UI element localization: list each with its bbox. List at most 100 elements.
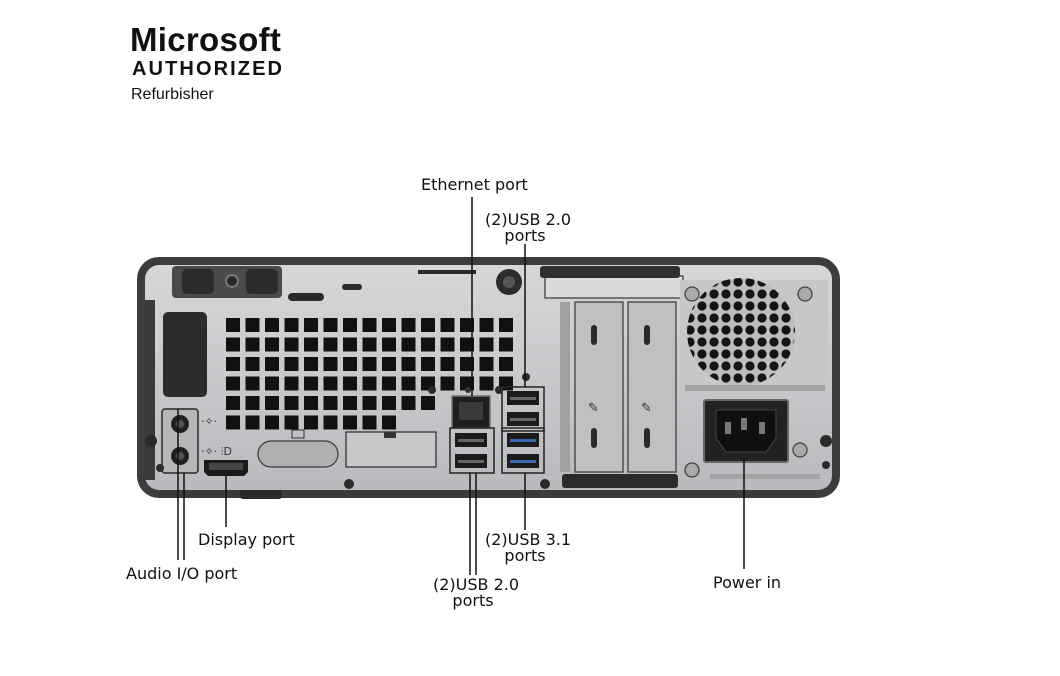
psu-screw — [684, 286, 700, 302]
vent-hole — [499, 318, 513, 332]
vent-hole — [382, 396, 396, 410]
vent-hole — [343, 357, 357, 371]
vent-hole — [382, 415, 396, 430]
expansion-lever — [540, 266, 680, 278]
vent-hole — [323, 376, 338, 391]
vent-hole — [265, 396, 279, 410]
vent-hole — [362, 318, 377, 332]
usb31-label: (2)USB 3.1 ports — [485, 530, 572, 565]
usb20-top-label-line2: ports — [504, 226, 546, 245]
expansion-side-rail — [560, 302, 570, 472]
vent-hole — [323, 337, 338, 352]
logo-authorized: AUTHORIZED — [132, 58, 285, 80]
usb20-bottom-frame — [449, 427, 495, 474]
usb31-label-line1: (2)USB 3.1 — [485, 530, 572, 549]
power-in-label: Power in — [713, 573, 782, 592]
vent-hole — [304, 337, 318, 352]
audio-port-icon: ·✧· — [201, 415, 217, 428]
top-edge-slot — [418, 270, 476, 274]
vent-hole — [479, 357, 494, 371]
vent-hole — [421, 318, 435, 332]
vent-hole — [245, 337, 260, 352]
power-pin — [741, 418, 747, 430]
vent-hole — [343, 376, 357, 391]
usb20-bottom-label-line1: (2)USB 2.0 — [433, 575, 520, 594]
usb-tongue-blue — [510, 439, 536, 442]
slot-hole — [644, 428, 650, 448]
lock-slot — [288, 293, 324, 301]
slot-hole — [591, 325, 597, 345]
vent-hole — [401, 337, 416, 352]
vent-grid — [226, 318, 513, 430]
vent-hole — [421, 337, 435, 352]
chassis-screw — [495, 386, 503, 394]
vent-hole — [304, 396, 318, 410]
vent-hole — [460, 376, 474, 391]
vent-hole — [479, 318, 494, 332]
vent-hole — [343, 318, 357, 332]
vent-hole — [401, 376, 416, 391]
usb31-label-line2: ports — [504, 546, 546, 565]
usb-tongue — [458, 460, 484, 463]
vent-hole — [245, 415, 260, 430]
vent-hole — [265, 318, 279, 332]
vent-hole — [284, 376, 299, 391]
vent-hole — [343, 415, 357, 430]
vent-hole — [479, 337, 494, 352]
expansion-slot-cover — [627, 301, 677, 473]
chassis-foot — [240, 490, 282, 499]
vent-hole — [226, 376, 240, 391]
vent-hole — [421, 357, 435, 371]
vent-hole — [284, 415, 299, 430]
serial-port-cover — [257, 440, 339, 468]
vent-hole — [323, 318, 338, 332]
psu-rail — [710, 474, 820, 479]
psu-rail — [685, 385, 825, 391]
psu-fan-vent — [687, 278, 795, 386]
logo-subtitle: Refurbisher — [131, 86, 214, 103]
audio-jack-bottom-core — [176, 452, 184, 460]
vent-hole — [304, 376, 318, 391]
usb-tongue — [510, 418, 536, 421]
usb20-bottom-label: (2)USB 2.0 ports — [433, 575, 520, 609]
left-bracket-edge — [145, 300, 155, 480]
vent-hole — [226, 357, 240, 371]
vent-hole — [382, 337, 396, 352]
vent-hole — [265, 415, 279, 430]
vent-hole — [440, 318, 455, 332]
vent-hole — [226, 337, 240, 352]
chassis-screw — [156, 464, 164, 472]
vent-hole — [304, 318, 318, 332]
vent-hole — [401, 396, 416, 410]
top-left-button — [182, 269, 214, 294]
ethernet-port-label: Ethernet port — [421, 175, 528, 194]
usb20-top-label: (2)USB 2.0 ports — [485, 210, 572, 245]
vent-hole — [460, 357, 474, 371]
vent-hole — [226, 415, 240, 430]
vent-hole — [362, 337, 377, 352]
power-pin — [759, 422, 765, 434]
slot-hole — [591, 428, 597, 448]
vent-hole — [440, 376, 455, 391]
vent-hole — [323, 415, 338, 430]
vent-hole — [382, 357, 396, 371]
slot-tool-icon: ✎ — [588, 401, 599, 416]
audio-port-label: Audio I/O port — [126, 564, 238, 583]
vent-hole — [284, 337, 299, 352]
vent-hole — [323, 357, 338, 371]
vent-hole — [362, 357, 377, 371]
vent-hole — [304, 415, 318, 430]
audio-port-frame — [161, 408, 199, 474]
slot-tool-icon: ✎ — [641, 401, 652, 416]
expansion-slot-cover — [574, 301, 624, 473]
vent-hole — [440, 337, 455, 352]
vent-hole — [226, 318, 240, 332]
chassis-screw — [820, 435, 832, 447]
vent-hole — [284, 396, 299, 410]
vent-hole — [382, 376, 396, 391]
usb20-top-label-line1: (2)USB 2.0 — [485, 210, 572, 229]
vent-hole — [265, 376, 279, 391]
vent-hole — [479, 376, 494, 391]
thumb-screw-center — [503, 276, 515, 288]
